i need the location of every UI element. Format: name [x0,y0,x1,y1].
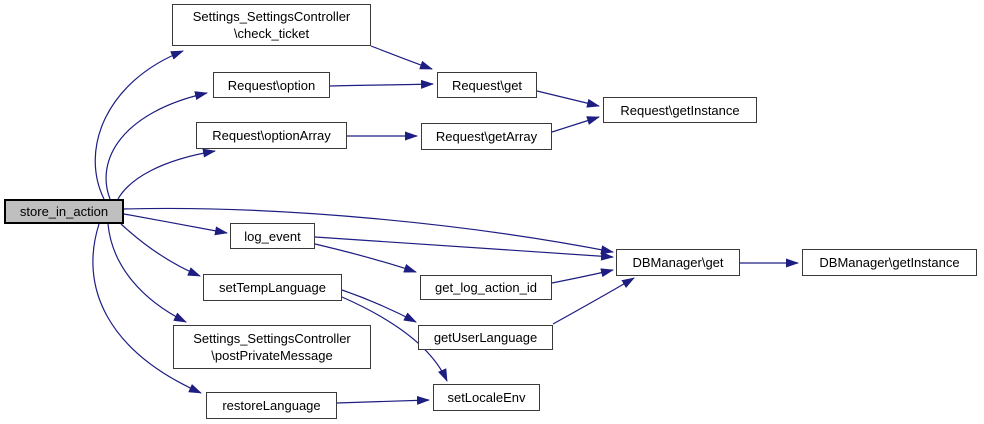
edge-get-log-action-id-to-dbmanager-get [551,268,614,284]
edge-store-in-action-to-request-optionArray [117,148,216,200]
node-restoreLanguage[interactable]: restoreLanguage [206,392,337,419]
node-dbmanager-getInstance[interactable]: DBManager\getInstance [802,249,977,276]
node-label: setLocaleEnv [447,390,526,405]
node-request-getInstance[interactable]: Request\getInstance [603,97,757,123]
node-label: get_log_action_id [435,280,537,295]
edge-group [92,45,799,405]
edge-store-in-action-to-dbmanager-get [123,207,614,255]
edge-store-in-action-to-check-ticket [94,50,184,200]
node-label: Request\optionArray [212,128,331,143]
edge-setTempLanguage-to-setLocaleEnv [341,296,448,382]
edge-log-event-to-get-log-action-id [314,243,417,273]
node-label: Request\get [451,77,523,93]
node-postPrivateMessage[interactable]: Settings_SettingsController \postPrivateM… [173,325,371,369]
node-label: store_in_action [19,204,109,219]
node-check-ticket[interactable]: Settings_SettingsController \check_ticket [172,4,371,46]
node-label: \postPrivateMessage [211,348,333,363]
edge-getUserLanguage-to-dbmanager-get [552,277,635,325]
edge-request-get-to-request-getInstance [536,90,600,108]
node-label: Settings_SettingsController [192,9,351,24]
node-label: getUserLanguage [433,330,538,345]
node-request-getArray[interactable]: Request\getArray [421,123,552,150]
edge-store-in-action-to-request-option [105,91,208,200]
node-request-get[interactable]: Request\get [437,72,537,98]
edge-store-in-action-to-postPrivateMessage [107,223,187,323]
edge-store-in-action-to-log-event [123,213,228,236]
edge-request-getArray-to-request-getInstance [551,116,600,133]
edge-check-ticket-to-request-get [370,45,433,70]
node-request-optionArray[interactable]: Request\optionArray [196,122,347,149]
edge-store-in-action-to-setTempLanguage [120,223,201,277]
node-label: Request\getInstance [620,102,740,118]
node-label: Request\option [227,77,316,93]
node-log-event[interactable]: log_event [230,223,315,249]
node-label: setTempLanguage [219,280,326,295]
node-label: Request\getArray [435,129,538,144]
node-setTempLanguage[interactable]: setTempLanguage [203,274,342,301]
edge-setTempLanguage-to-getUserLanguage [341,289,417,323]
node-dbmanager-get[interactable]: DBManager\get [616,249,740,276]
node-label: \check_ticket [233,26,310,41]
edge-request-option-to-request-get [329,79,434,89]
node-setLocaleEnv[interactable]: setLocaleEnv [433,384,540,411]
node-label: DBManager\get [632,255,724,270]
node-label: Settings_SettingsController [193,331,351,346]
node-get-log-action-id[interactable]: get_log_action_id [420,275,552,300]
node-label: restoreLanguage [222,398,321,413]
edge-store-in-action-to-restoreLanguage [92,223,202,394]
node-getUserLanguage[interactable]: getUserLanguage [418,325,553,350]
edge-restoreLanguage-to-setLocaleEnv [336,395,430,405]
node-label: DBManager\getInstance [819,255,960,270]
edge-log-event-to-dbmanager-get [314,236,614,261]
node-label: log_event [244,228,301,244]
node-store-in-action: store_in_action [4,199,124,224]
node-request-option[interactable]: Request\option [213,72,330,98]
